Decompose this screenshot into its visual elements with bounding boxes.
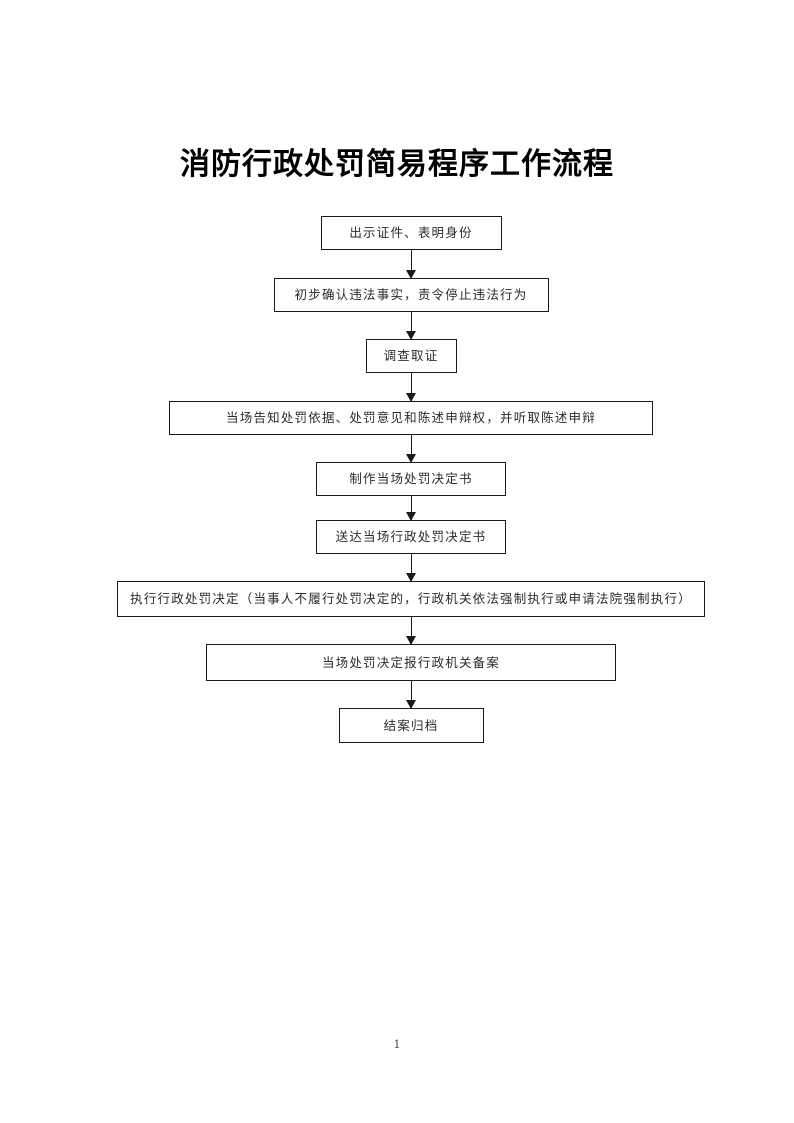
flow-row: 初步确认违法事实，责令停止违法行为 xyxy=(0,278,794,312)
flow-row: 当场处罚决定报行政机关备案 xyxy=(0,644,794,681)
flow-row: 执行行政处罚决定（当事人不履行处罚决定的，行政机关依法强制执行或申请法院强制执行… xyxy=(0,581,794,617)
arrow-stem xyxy=(406,496,416,521)
flow-arrow-2 xyxy=(0,312,794,340)
arrowhead-down-icon xyxy=(406,454,416,463)
arrow-stem xyxy=(406,312,416,340)
flow-node-show-credentials: 出示证件、表明身份 xyxy=(320,216,502,250)
arrow-stem xyxy=(406,373,416,402)
page-number: 1 xyxy=(393,1038,401,1051)
arrow-stem xyxy=(406,617,416,645)
flowchart: 出示证件、表明身份 初步确认违法事实，责令停止违法行为 调查取证 当场 xyxy=(0,216,794,743)
flow-node-confirm-violation: 初步确认违法事实，责令停止违法行为 xyxy=(273,278,549,312)
flow-node-execute-decision: 执行行政处罚决定（当事人不履行处罚决定的，行政机关依法强制执行或申请法院强制执行… xyxy=(117,581,705,617)
flow-row: 调查取证 xyxy=(0,339,794,373)
arrowhead-down-icon xyxy=(406,700,416,709)
flow-node-serve-onsite-decision: 送达当场行政处罚决定书 xyxy=(316,520,506,554)
arrowhead-down-icon xyxy=(406,393,416,402)
arrow-stem xyxy=(406,435,416,463)
arrowhead-down-icon xyxy=(406,270,416,279)
flow-node-report-for-record: 当场处罚决定报行政机关备案 xyxy=(206,644,616,681)
flow-arrow-3 xyxy=(0,373,794,402)
arrowhead-down-icon xyxy=(406,573,416,582)
arrowhead-down-icon xyxy=(406,512,416,521)
flow-row: 结案归档 xyxy=(0,708,794,743)
flow-arrow-6 xyxy=(0,554,794,582)
flow-arrow-4 xyxy=(0,435,794,463)
flow-arrow-5 xyxy=(0,496,794,521)
flow-row: 当场告知处罚依据、处罚意见和陈述申辩权，并听取陈述申辩 xyxy=(0,401,794,435)
arrow-stem xyxy=(406,250,416,279)
flow-node-make-onsite-decision: 制作当场处罚决定书 xyxy=(316,462,506,496)
flow-node-inform-and-hear-statement: 当场告知处罚依据、处罚意见和陈述申辩权，并听取陈述申辩 xyxy=(169,401,653,435)
flow-node-close-and-archive: 结案归档 xyxy=(338,708,484,743)
flow-arrow-8 xyxy=(0,681,794,709)
arrowhead-down-icon xyxy=(406,331,416,340)
page-title: 消防行政处罚简易程序工作流程 xyxy=(180,147,614,182)
arrow-stem xyxy=(406,681,416,709)
flow-row: 制作当场处罚决定书 xyxy=(0,462,794,496)
flow-row: 送达当场行政处罚决定书 xyxy=(0,520,794,554)
flow-row: 出示证件、表明身份 xyxy=(0,216,794,250)
flow-node-investigate-evidence: 调查取证 xyxy=(365,339,457,373)
flow-arrow-1 xyxy=(0,250,794,279)
arrowhead-down-icon xyxy=(406,636,416,645)
flow-arrow-7 xyxy=(0,617,794,645)
arrow-stem xyxy=(406,554,416,582)
